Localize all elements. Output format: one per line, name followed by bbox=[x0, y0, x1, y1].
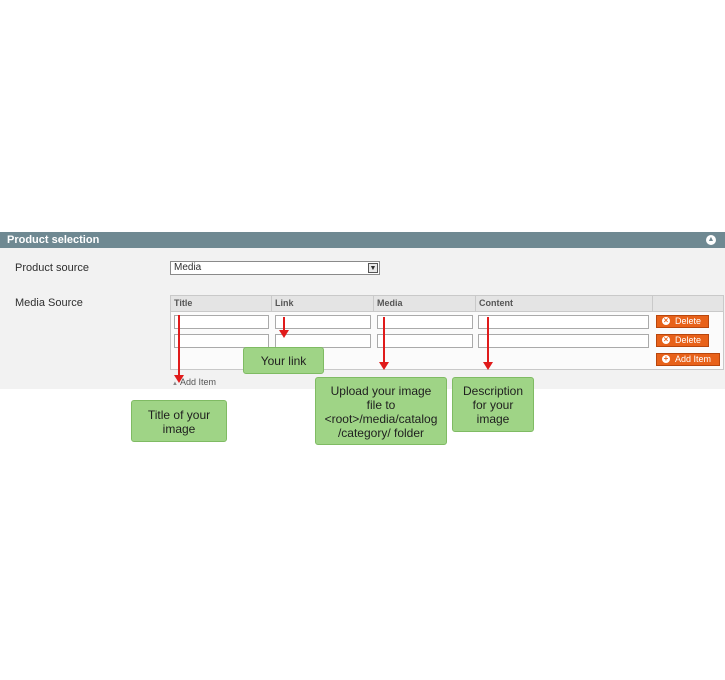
add-icon: + bbox=[662, 354, 670, 363]
panel-title: Product selection bbox=[7, 234, 100, 246]
content-input[interactable] bbox=[478, 334, 649, 348]
triangle-icon: ▲ bbox=[172, 381, 178, 387]
column-header-content: Content bbox=[476, 296, 653, 311]
callout-line: file to bbox=[366, 398, 396, 412]
column-header-link: Link bbox=[272, 296, 374, 311]
add-item-link[interactable]: ▲Add Item bbox=[172, 377, 216, 387]
column-header-actions bbox=[653, 296, 723, 311]
product-selection-panel: Product selection ▲ Product source Media… bbox=[0, 232, 725, 389]
callout-line: <root>/media/catalog bbox=[324, 412, 438, 426]
delete-button-label: Delete bbox=[675, 316, 702, 326]
add-item-button-label: Add Item bbox=[675, 354, 712, 364]
content-input[interactable] bbox=[478, 315, 649, 329]
delete-icon: × bbox=[662, 335, 670, 344]
media-callout: Upload your image file to <root>/media/c… bbox=[315, 377, 447, 445]
callout-line: for your bbox=[472, 398, 514, 412]
media-input[interactable] bbox=[377, 315, 473, 329]
content-callout: Description for your image bbox=[452, 377, 534, 432]
callout-line: Description bbox=[462, 384, 524, 398]
title-input[interactable] bbox=[174, 334, 269, 348]
callout-line: image bbox=[162, 422, 196, 436]
link-input[interactable] bbox=[275, 315, 371, 329]
delete-button[interactable]: × Delete bbox=[656, 315, 709, 328]
title-callout: Title of your image bbox=[131, 400, 227, 442]
product-source-select[interactable]: Media ▼ bbox=[170, 261, 380, 275]
panel-header[interactable]: Product selection ▲ bbox=[0, 232, 725, 248]
link-input[interactable] bbox=[275, 334, 371, 348]
media-input[interactable] bbox=[377, 334, 473, 348]
dropdown-arrow-icon[interactable]: ▼ bbox=[368, 263, 378, 273]
delete-icon: × bbox=[662, 316, 670, 325]
callout-line: Upload your image bbox=[330, 384, 432, 398]
grid-header: Title Link Media Content bbox=[171, 296, 723, 312]
delete-button[interactable]: × Delete bbox=[656, 334, 709, 347]
media-source-grid: Title Link Media Content × Delete × bbox=[170, 295, 724, 370]
callout-line: /category/ folder bbox=[337, 426, 425, 440]
delete-button-label: Delete bbox=[675, 335, 702, 345]
callout-line: Title of your bbox=[147, 408, 211, 422]
title-input[interactable] bbox=[174, 315, 269, 329]
collapse-icon[interactable]: ▲ bbox=[706, 235, 716, 245]
callout-line: image bbox=[476, 412, 510, 426]
product-source-value: Media bbox=[174, 262, 202, 273]
add-item-link-label: Add Item bbox=[179, 377, 216, 387]
column-header-media: Media bbox=[374, 296, 476, 311]
product-source-label: Product source bbox=[15, 262, 89, 274]
column-header-title: Title bbox=[171, 296, 272, 311]
callout-line: Your link bbox=[260, 354, 307, 368]
media-source-label: Media Source bbox=[15, 297, 83, 309]
add-item-button[interactable]: + Add Item bbox=[656, 353, 720, 366]
link-callout: Your link bbox=[243, 347, 324, 374]
